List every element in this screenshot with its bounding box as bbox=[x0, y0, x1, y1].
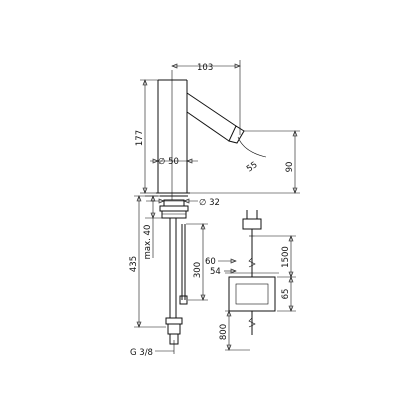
dim-d50-label: ∅ 50 bbox=[158, 157, 179, 167]
dim-300: 300 bbox=[186, 223, 208, 301]
faucet-body bbox=[156, 70, 190, 200]
thread-label: G 3/8 bbox=[130, 348, 174, 358]
spout bbox=[186, 60, 245, 144]
dim-54: 54 bbox=[210, 267, 237, 277]
dim-1500: 1500 bbox=[255, 235, 296, 278]
dim-d32-label: ∅ 32 bbox=[199, 198, 220, 208]
dim-65: 65 bbox=[277, 276, 296, 312]
dim-60: 60 bbox=[205, 257, 237, 267]
dim-103: 103 bbox=[171, 63, 241, 73]
dim-177-label: 177 bbox=[135, 130, 145, 146]
dim-60-label: 60 bbox=[205, 257, 216, 267]
dim-90-label: 90 bbox=[285, 162, 295, 173]
dim-54-label: 54 bbox=[210, 267, 221, 277]
dim-103-label: 103 bbox=[197, 63, 213, 73]
dim-800: 800 bbox=[219, 310, 250, 351]
dim-65-label: 65 bbox=[281, 289, 291, 300]
dim-300-label: 300 bbox=[193, 262, 203, 278]
dim-435: 435 bbox=[129, 195, 166, 328]
dim-55: 55 bbox=[237, 136, 267, 174]
control-box bbox=[225, 252, 279, 335]
thread-label-text: G 3/8 bbox=[130, 348, 153, 358]
dim-max40-label: max. 40 bbox=[143, 225, 153, 260]
deck-mount bbox=[159, 195, 189, 219]
dim-435-label: 435 bbox=[129, 256, 139, 272]
dim-55-label: 55 bbox=[245, 160, 260, 174]
dim-d50: ∅ 50 bbox=[150, 157, 198, 167]
dim-800-label: 800 bbox=[219, 324, 229, 340]
power-plug bbox=[242, 210, 262, 252]
dim-177: 177 bbox=[135, 79, 158, 194]
dim-1500-label: 1500 bbox=[281, 246, 291, 268]
dim-90: 90 bbox=[190, 130, 300, 194]
mounting-rod bbox=[165, 218, 188, 354]
